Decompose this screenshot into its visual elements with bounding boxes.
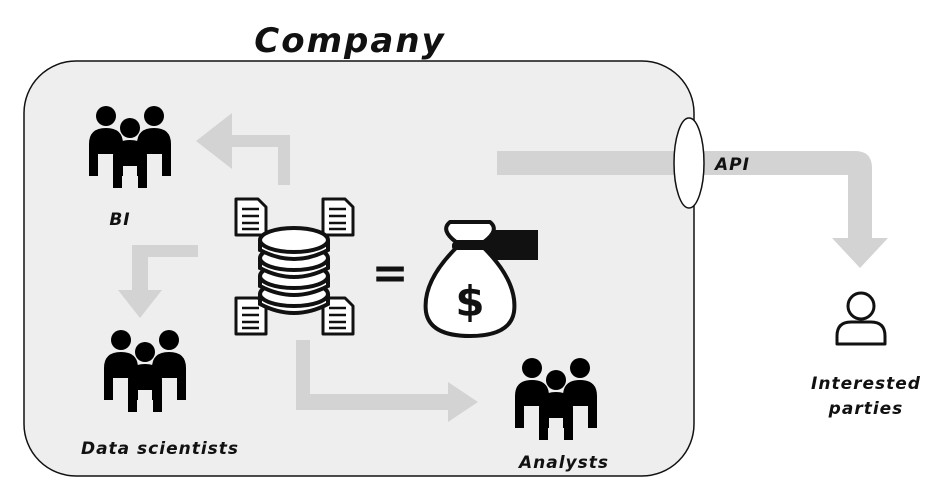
document-icon-top-right [321,197,355,237]
bi-label: BI [109,210,130,230]
api-label: API [713,155,750,175]
equals-sign: = [372,248,409,299]
arrow-to-analysts [296,340,478,422]
document-icon-top-left [234,197,268,237]
interested-parties-label-line1: Interested [811,374,921,394]
svg-text:$: $ [455,277,484,326]
api-endpoint [673,117,705,209]
person-icon [835,291,887,346]
arrow-to-data-scientists [118,245,198,318]
money-bag-icon: $ [423,220,538,338]
data-scientists-label: Data scientists [81,439,239,459]
interested-parties-label-line2: parties [828,399,904,419]
analysts-label: Analysts [517,453,609,473]
arrow-to-bi [196,113,290,185]
database-icon [258,226,330,315]
company-title: Company [254,21,445,61]
